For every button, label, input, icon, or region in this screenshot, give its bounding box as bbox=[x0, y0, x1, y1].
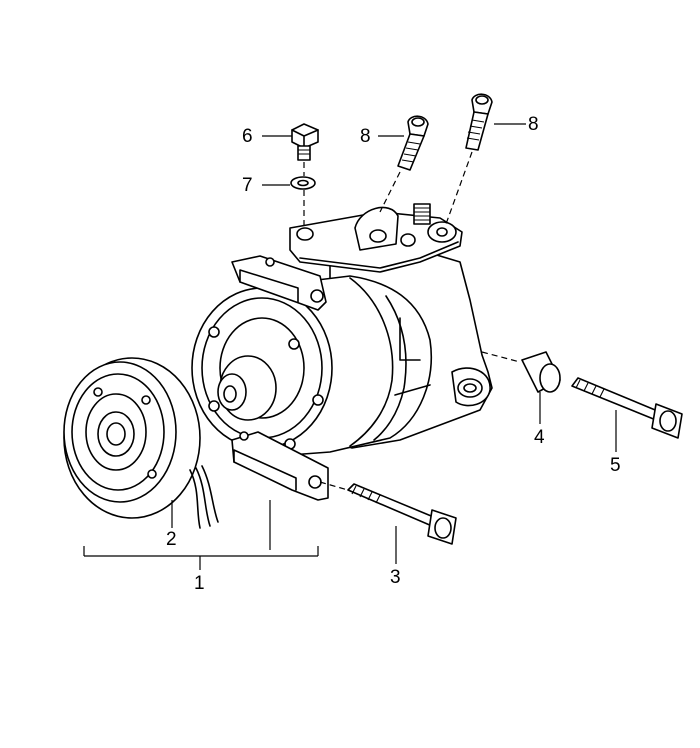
callout-2: 2 bbox=[166, 529, 177, 550]
callout-8-right: 8 bbox=[528, 114, 539, 135]
bolt-3 bbox=[319, 481, 457, 545]
socket-bolt-8-right bbox=[465, 93, 493, 151]
callout-7: 7 bbox=[242, 175, 253, 196]
compressor-body bbox=[191, 203, 493, 456]
callout-5: 5 bbox=[610, 455, 621, 476]
callout-4: 4 bbox=[534, 427, 545, 448]
hex-bolt-6 bbox=[291, 123, 319, 161]
washer-7 bbox=[290, 176, 316, 190]
upper-mounting-bracket bbox=[231, 255, 327, 311]
spacer-sleeve bbox=[481, 351, 561, 393]
socket-bolt-8-left bbox=[397, 115, 429, 171]
magnetic-clutch bbox=[63, 357, 219, 529]
leader-lines bbox=[83, 123, 617, 570]
lower-mounting-bracket bbox=[231, 431, 329, 501]
callout-8-left: 8 bbox=[360, 126, 371, 147]
callout-3: 3 bbox=[390, 567, 401, 588]
callout-6: 6 bbox=[242, 126, 253, 147]
long-bolt-5 bbox=[571, 377, 683, 439]
callout-1: 1 bbox=[194, 573, 205, 594]
